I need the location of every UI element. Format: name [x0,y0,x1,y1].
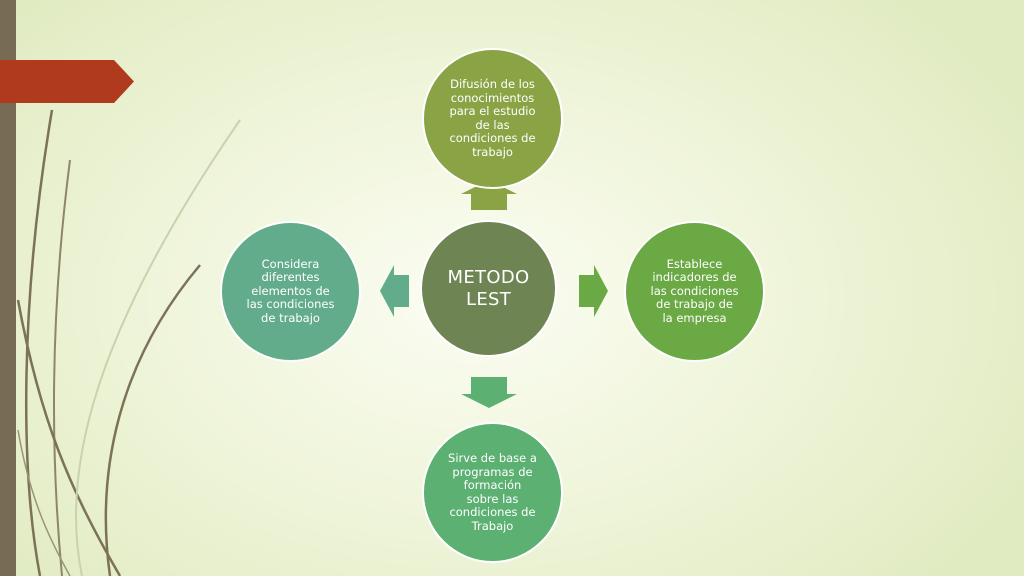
arrow-left [380,265,409,317]
node-bottom: Sirve de base a programas de formación s… [422,422,563,563]
arrow-down [461,377,517,408]
accent-tab [0,60,134,103]
center-node-label: METODO LEST [447,266,530,310]
node-bottom-label: Sirve de base a programas de formación s… [448,451,537,533]
node-top-label: Difusión de los conocimientos para el es… [449,77,536,159]
node-left-label: Considera diferentes elementos de las co… [246,256,335,325]
node-right: Establece indicadores de las condiciones… [624,221,765,362]
node-left: Considera diferentes elementos de las co… [220,221,361,362]
left-sidebar-bar [0,0,16,576]
arrow-right [579,265,608,317]
center-node: METODO LEST [420,220,557,357]
node-right-label: Establece indicadores de las condiciones… [650,256,739,325]
node-top: Difusión de los conocimientos para el es… [422,48,563,189]
